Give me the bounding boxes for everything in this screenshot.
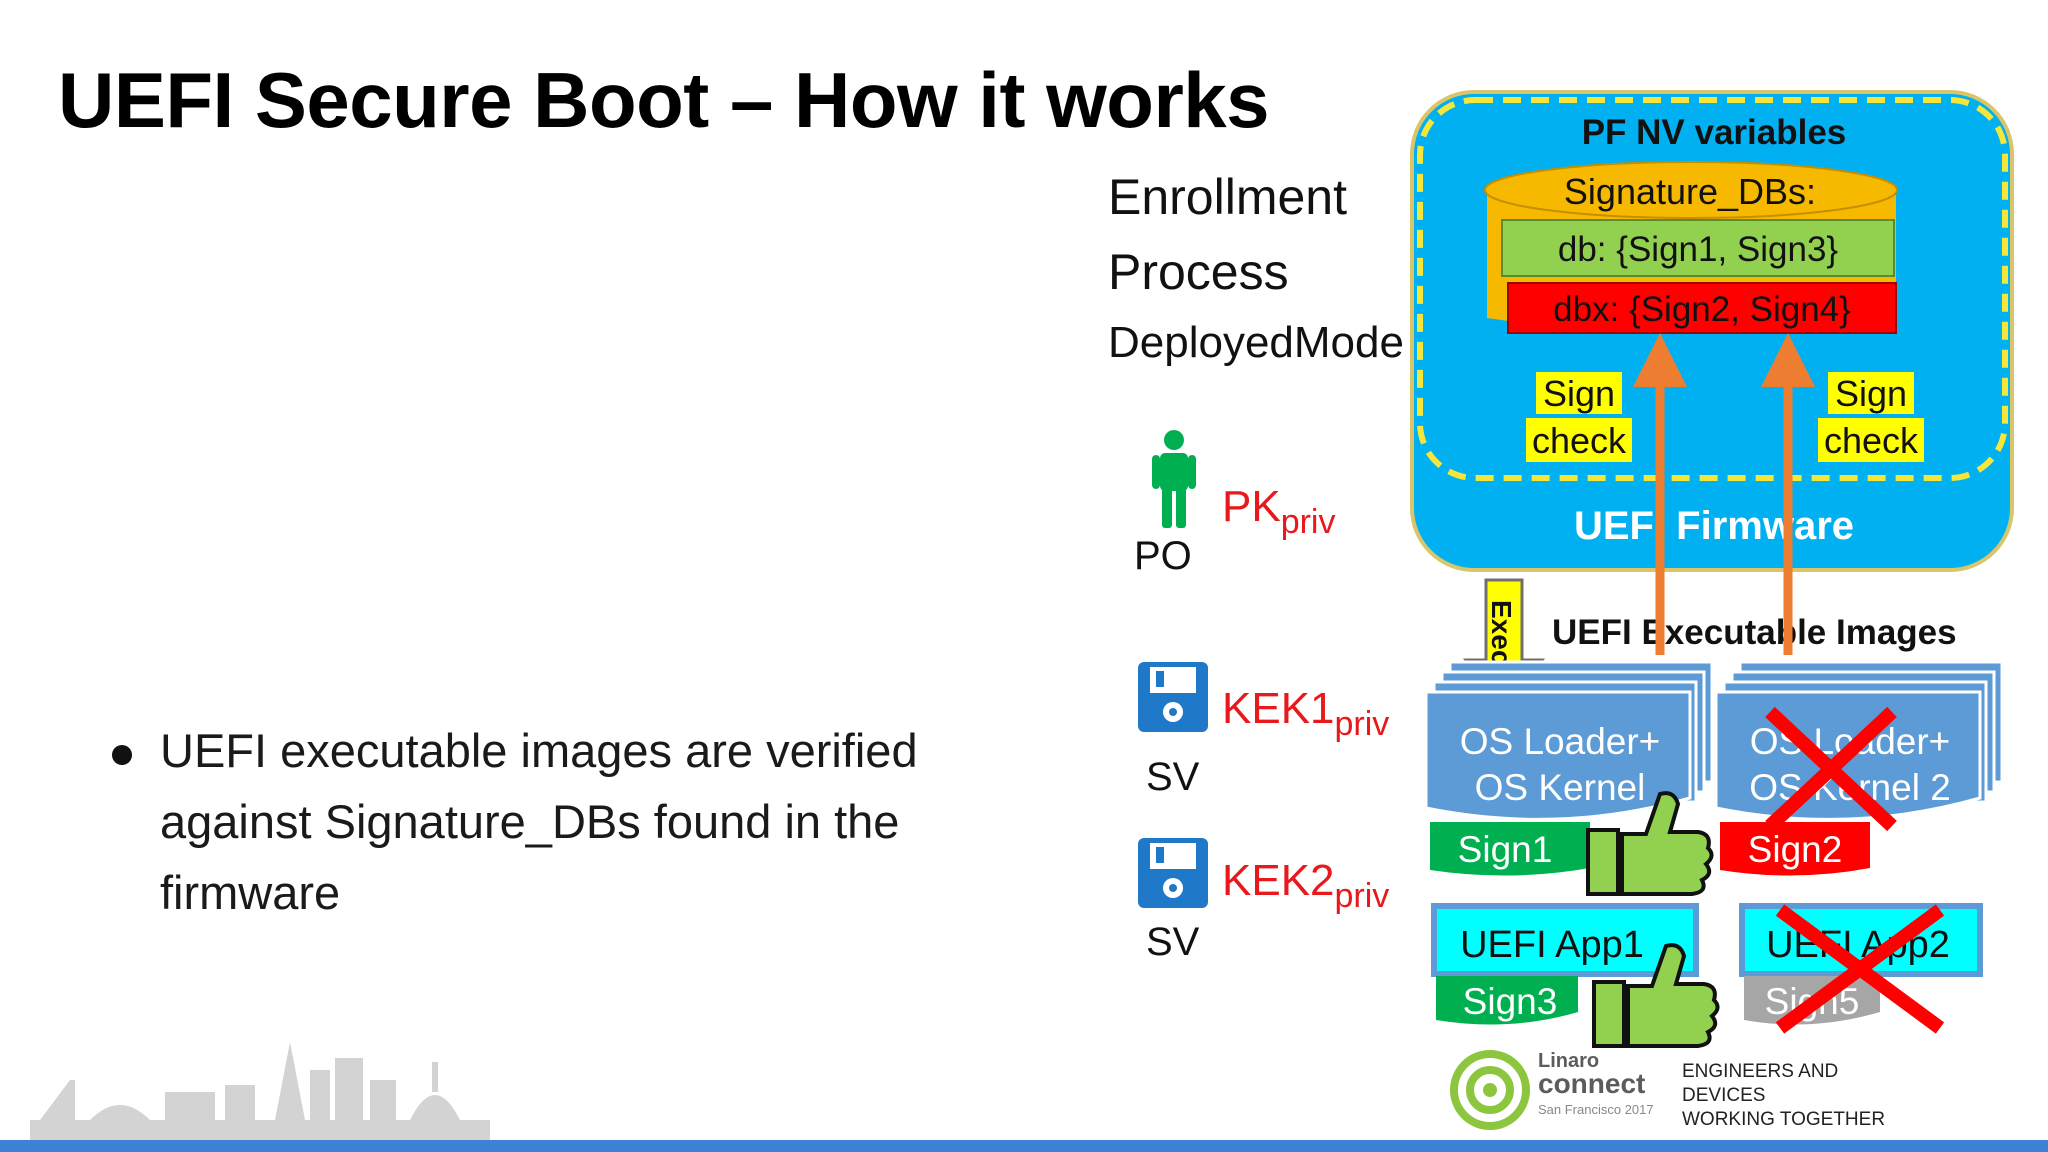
- bottom-accent-bar: [0, 1140, 2048, 1152]
- sign1-tag: [1430, 822, 1590, 876]
- sign-check-1b: check: [1532, 420, 1627, 461]
- sign2-tag: [1720, 822, 1870, 876]
- loader1-sign: Sign1: [1458, 829, 1553, 870]
- kek2-priv-label: KEK2priv: [1222, 856, 1389, 916]
- sign-check-2a: Sign: [1835, 373, 1907, 414]
- db-row: [1501, 219, 1895, 277]
- thumbs-up-icon: [1592, 943, 1720, 1048]
- loader-stack-2: OS Loader+ OS Kernel 2 Sign2: [1714, 660, 2004, 876]
- exec-label: Exec: [1486, 600, 1517, 665]
- db-header: Signature_DBs:: [1564, 171, 1816, 212]
- menu-process: Process: [1108, 244, 1289, 300]
- linaro-connect-logo: Linaro connect San Francisco 2017 ENGINE…: [1450, 1050, 1900, 1132]
- kek2-main: KEK2: [1222, 856, 1335, 905]
- pk-priv-label: PKpriv: [1222, 482, 1336, 542]
- dbx-row: [1507, 282, 1897, 334]
- red-x-icon: [1765, 706, 1897, 832]
- dbx-row-text: dbx: {Sign2, Sign4}: [1553, 290, 1851, 329]
- pf-nv-box: [1417, 97, 2008, 481]
- tagline-2: WORKING TOGETHER: [1682, 1109, 1886, 1130]
- person-icon: [1152, 430, 1196, 528]
- loader1-line1: OS Loader+: [1460, 721, 1661, 762]
- db-row-text: db: {Sign1, Sign3}: [1558, 230, 1839, 269]
- pk-sub: priv: [1280, 503, 1336, 541]
- tagline: ENGINEERS AND DEVICES WORKING TOGETHER: [1682, 1060, 1900, 1132]
- loader-stack-1: OS Loader+ OS Kernel Sign1: [1424, 660, 1714, 876]
- app1-sign: Sign3: [1463, 981, 1558, 1022]
- page-title: UEFI Secure Boot – How it works: [58, 56, 1270, 144]
- floppy-disk-icon: [1138, 838, 1208, 908]
- brand-sub: San Francisco 2017: [1538, 1102, 1654, 1117]
- floppy-disk-icon: [1138, 662, 1208, 732]
- thumbs-up-icon: [1586, 791, 1714, 896]
- kek1-sub: priv: [1334, 705, 1390, 743]
- db-cylinder-top: [1484, 161, 1898, 219]
- sv1-label: SV: [1146, 755, 1200, 799]
- brand-top: Linaro: [1538, 1050, 1600, 1072]
- images-heading: UEFI Executable Images: [1552, 613, 1957, 652]
- sign-check-1a: Sign: [1543, 373, 1615, 414]
- red-x-icon: [1775, 904, 1945, 1034]
- bullet-dot: [112, 745, 132, 765]
- menu-deployedmode: DeployedMode: [1108, 318, 1404, 367]
- tagline-1: ENGINEERS AND DEVICES: [1682, 1061, 1839, 1106]
- linaro-logo-icon: [1450, 1050, 1530, 1130]
- app1-card: UEFI App1 Sign3: [1431, 903, 1699, 1025]
- kek1-main: KEK1: [1222, 684, 1335, 733]
- app1-label: UEFI App1: [1460, 924, 1644, 966]
- pk-main: PK: [1222, 482, 1281, 531]
- loader1-line2: OS Kernel: [1475, 767, 1646, 808]
- menu-enrollment: Enrollment: [1108, 169, 1347, 225]
- sign3-tag: [1436, 976, 1578, 1025]
- sign-check-2b: check: [1824, 420, 1919, 461]
- kek2-sub: priv: [1334, 877, 1390, 915]
- po-label: PO: [1134, 534, 1192, 578]
- sv2-label: SV: [1146, 920, 1200, 964]
- firmware-label: UEFI Firmware: [1574, 504, 1854, 548]
- kek1-priv-label: KEK1priv: [1222, 684, 1389, 744]
- loader2-sign: Sign2: [1748, 829, 1843, 870]
- pf-nv-title: PF NV variables: [1582, 113, 1847, 152]
- brand-main: connect: [1538, 1068, 1646, 1099]
- bullet-text: UEFI executable images are verified agai…: [160, 724, 918, 919]
- skyline-icon: [30, 1042, 490, 1140]
